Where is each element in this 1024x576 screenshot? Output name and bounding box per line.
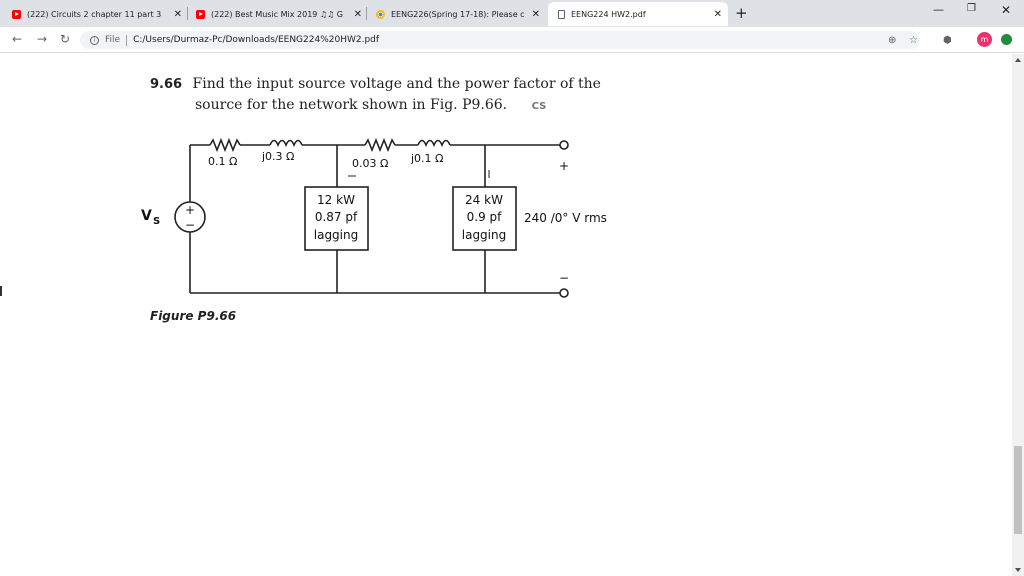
extension-icon[interactable]: [1001, 34, 1012, 45]
tab-music-video[interactable]: (222) Best Music Mix 2019 ♫♫ G ✕: [196, 2, 362, 26]
problem-line-2: source for the network shown in Fig. P9.…: [195, 97, 508, 113]
info-icon[interactable]: i: [90, 35, 99, 45]
x2-label: j0.1 Ω: [410, 152, 443, 165]
tab-circuits-video[interactable]: (222) Circuits 2 chapter 11 part 3 ✕: [12, 2, 182, 26]
zoom-icon[interactable]: ⊕: [888, 35, 897, 46]
r1-label: 0.1 Ω: [208, 155, 237, 168]
output-terminal-top: [559, 140, 569, 150]
bookmark-star-icon[interactable]: ☆: [909, 35, 918, 46]
shield-icon[interactable]: ⬢: [943, 35, 952, 46]
new-tab-button[interactable]: +: [735, 4, 748, 22]
page-edge-mark: [0, 286, 2, 296]
load2-power: 24 kW: [465, 193, 503, 207]
output-voltage-label: 240 /0° V rms: [524, 211, 607, 225]
scroll-up-arrow-icon[interactable]: [1015, 58, 1021, 62]
document-icon: [558, 9, 565, 19]
load-box-2: [452, 186, 517, 251]
pdf-viewport: [0, 54, 1012, 576]
restore-icon[interactable]: ❐: [967, 3, 976, 14]
x1-label: j0.3 Ω: [261, 150, 294, 163]
scroll-thumb[interactable]: [1014, 446, 1022, 534]
load2-type: lagging: [462, 228, 506, 242]
scroll-down-arrow-icon[interactable]: [1015, 568, 1021, 572]
inductor-x1: [269, 139, 303, 147]
load1-type: lagging: [314, 228, 358, 242]
tab-strip: (222) Circuits 2 chapter 11 part 3 ✕ (22…: [0, 0, 1024, 27]
back-arrow-icon[interactable]: ←: [12, 32, 23, 46]
load-box-1: [304, 186, 369, 251]
problem-number: 9.66: [150, 77, 183, 92]
output-minus: −: [559, 271, 569, 285]
close-tab-icon[interactable]: ✕: [173, 8, 182, 20]
address-bar[interactable]: i File C:/Users/Durmaz-Pc/Downloads/EENG…: [80, 31, 920, 49]
problem-statement: 9.66 Find the input source voltage and t…: [150, 74, 650, 117]
youtube-icon: [196, 9, 205, 19]
chrome-icon: [376, 9, 385, 19]
tab-pdf-active[interactable]: EENG224 HW2.pdf ✕: [548, 2, 728, 26]
scheme-label: File: [105, 35, 121, 45]
address-divider: [126, 34, 128, 46]
source-label: V: [141, 208, 152, 224]
tab-title: (222) Best Music Mix 2019 ♫♫ G: [211, 9, 344, 19]
minimize-icon[interactable]: —: [933, 3, 944, 16]
close-tab-icon[interactable]: ✕: [713, 8, 722, 20]
voltage-source: [174, 201, 206, 233]
tab-title: EENG224 HW2.pdf: [571, 9, 646, 19]
profile-avatar[interactable]: m: [977, 32, 992, 47]
source-plus: +: [185, 203, 195, 217]
output-plus: +: [559, 159, 569, 173]
vertical-scrollbar[interactable]: [1012, 54, 1024, 576]
source-minus: −: [185, 218, 195, 232]
forward-arrow-icon[interactable]: →: [37, 32, 48, 46]
load1-pf: 0.87 pf: [315, 210, 358, 224]
youtube-icon: [12, 9, 21, 19]
tab-eeng226[interactable]: EENG226(Spring 17-18): Please c ✕: [376, 2, 540, 26]
close-window-icon[interactable]: ✕: [1001, 3, 1012, 17]
url-text[interactable]: C:/Users/Durmaz-Pc/Downloads/EENG224%20H…: [133, 35, 380, 45]
load2-pf: 0.9 pf: [467, 210, 503, 224]
resistor-r2: [364, 137, 396, 153]
source-subscript: S: [153, 216, 160, 227]
figure-caption: Figure P9.66: [150, 309, 237, 323]
tab-title: EENG226(Spring 17-18): Please c: [391, 9, 525, 19]
tab-separator: [187, 7, 188, 20]
close-tab-icon[interactable]: ✕: [353, 8, 362, 20]
tab-title: (222) Circuits 2 chapter 11 part 3: [27, 9, 162, 19]
resistor-r1: [209, 137, 241, 153]
address-toolbar: ← → ↻ i File C:/Users/Durmaz-Pc/Download…: [0, 27, 1024, 53]
close-tab-icon[interactable]: ✕: [531, 8, 540, 20]
inductor-x2: [417, 139, 451, 147]
r2-label: 0.03 Ω: [352, 157, 388, 170]
reload-icon[interactable]: ↻: [60, 32, 71, 46]
cs-mark: CS: [531, 101, 547, 112]
problem-line-1: Find the input source voltage and the po…: [192, 76, 601, 92]
output-terminal-bottom: [559, 288, 569, 298]
load1-power: 12 kW: [317, 193, 355, 207]
tab-separator: [366, 7, 367, 20]
